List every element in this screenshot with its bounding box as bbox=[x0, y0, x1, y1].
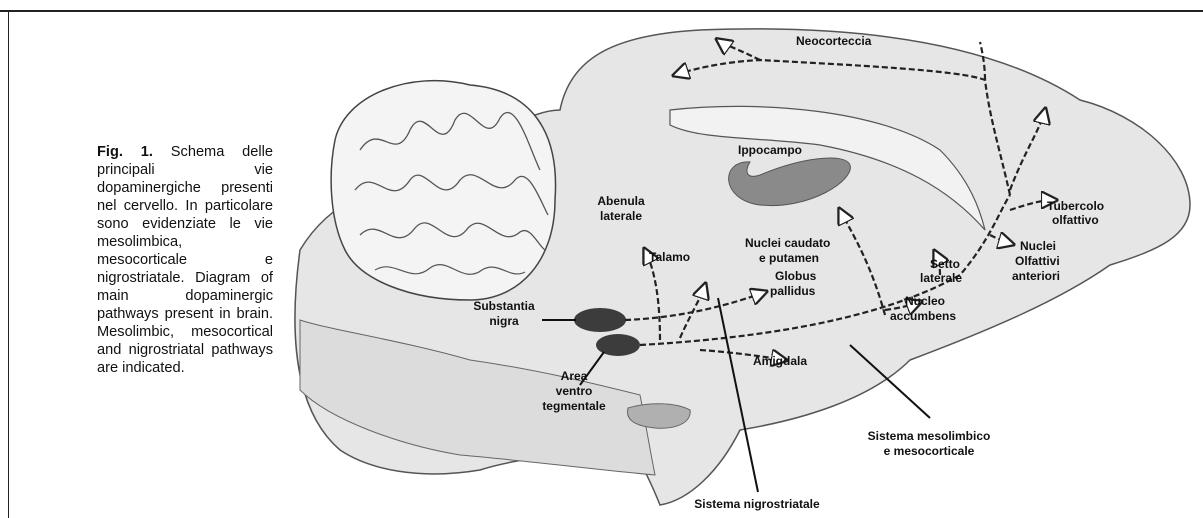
label-substantia-2: nigra bbox=[489, 314, 519, 328]
label-globus-1: Globus bbox=[775, 269, 817, 283]
label-nigrostriatale: Sistema nigrostriatale bbox=[694, 497, 820, 511]
label-area-2: ventro bbox=[556, 384, 593, 398]
label-ippocampo: Ippocampo bbox=[738, 143, 802, 157]
label-abenula-2: laterale bbox=[600, 209, 642, 223]
label-area-3: tegmentale bbox=[542, 399, 606, 413]
label-setto-1: Setto bbox=[930, 257, 960, 271]
label-caudato-2: e putamen bbox=[759, 251, 819, 265]
label-olfattivi-2: Olfattivi bbox=[1015, 254, 1060, 268]
label-accumbens-1: Nucleo bbox=[905, 294, 945, 308]
label-setto-2: laterale bbox=[920, 271, 962, 285]
label-tubercolo-2: olfattivo bbox=[1052, 213, 1099, 227]
label-talamo: Talamo bbox=[649, 250, 690, 264]
label-olfattivi-3: anteriori bbox=[1012, 269, 1060, 283]
label-neocorteccia: Neocorteccia bbox=[796, 34, 872, 48]
cerebellum bbox=[331, 81, 555, 300]
label-accumbens-2: accumbens bbox=[890, 309, 956, 323]
label-abenula-1: Abenula bbox=[597, 194, 645, 208]
label-substantia-1: Substantia bbox=[473, 299, 535, 313]
label-area-1: Area bbox=[561, 369, 588, 383]
label-globus-2: pallidus bbox=[770, 284, 816, 298]
label-mesolimbico-1: Sistema mesolimbico bbox=[868, 429, 991, 443]
substantia-nigra-nucleus bbox=[574, 308, 626, 332]
label-olfattivi-1: Nuclei bbox=[1020, 239, 1056, 253]
label-amigdala: Amigdala bbox=[753, 354, 807, 368]
label-mesolimbico-2: e mesocorticale bbox=[884, 444, 975, 458]
label-tubercolo-1: Tubercolo bbox=[1047, 199, 1104, 213]
label-caudato-1: Nuclei caudato bbox=[745, 236, 830, 250]
